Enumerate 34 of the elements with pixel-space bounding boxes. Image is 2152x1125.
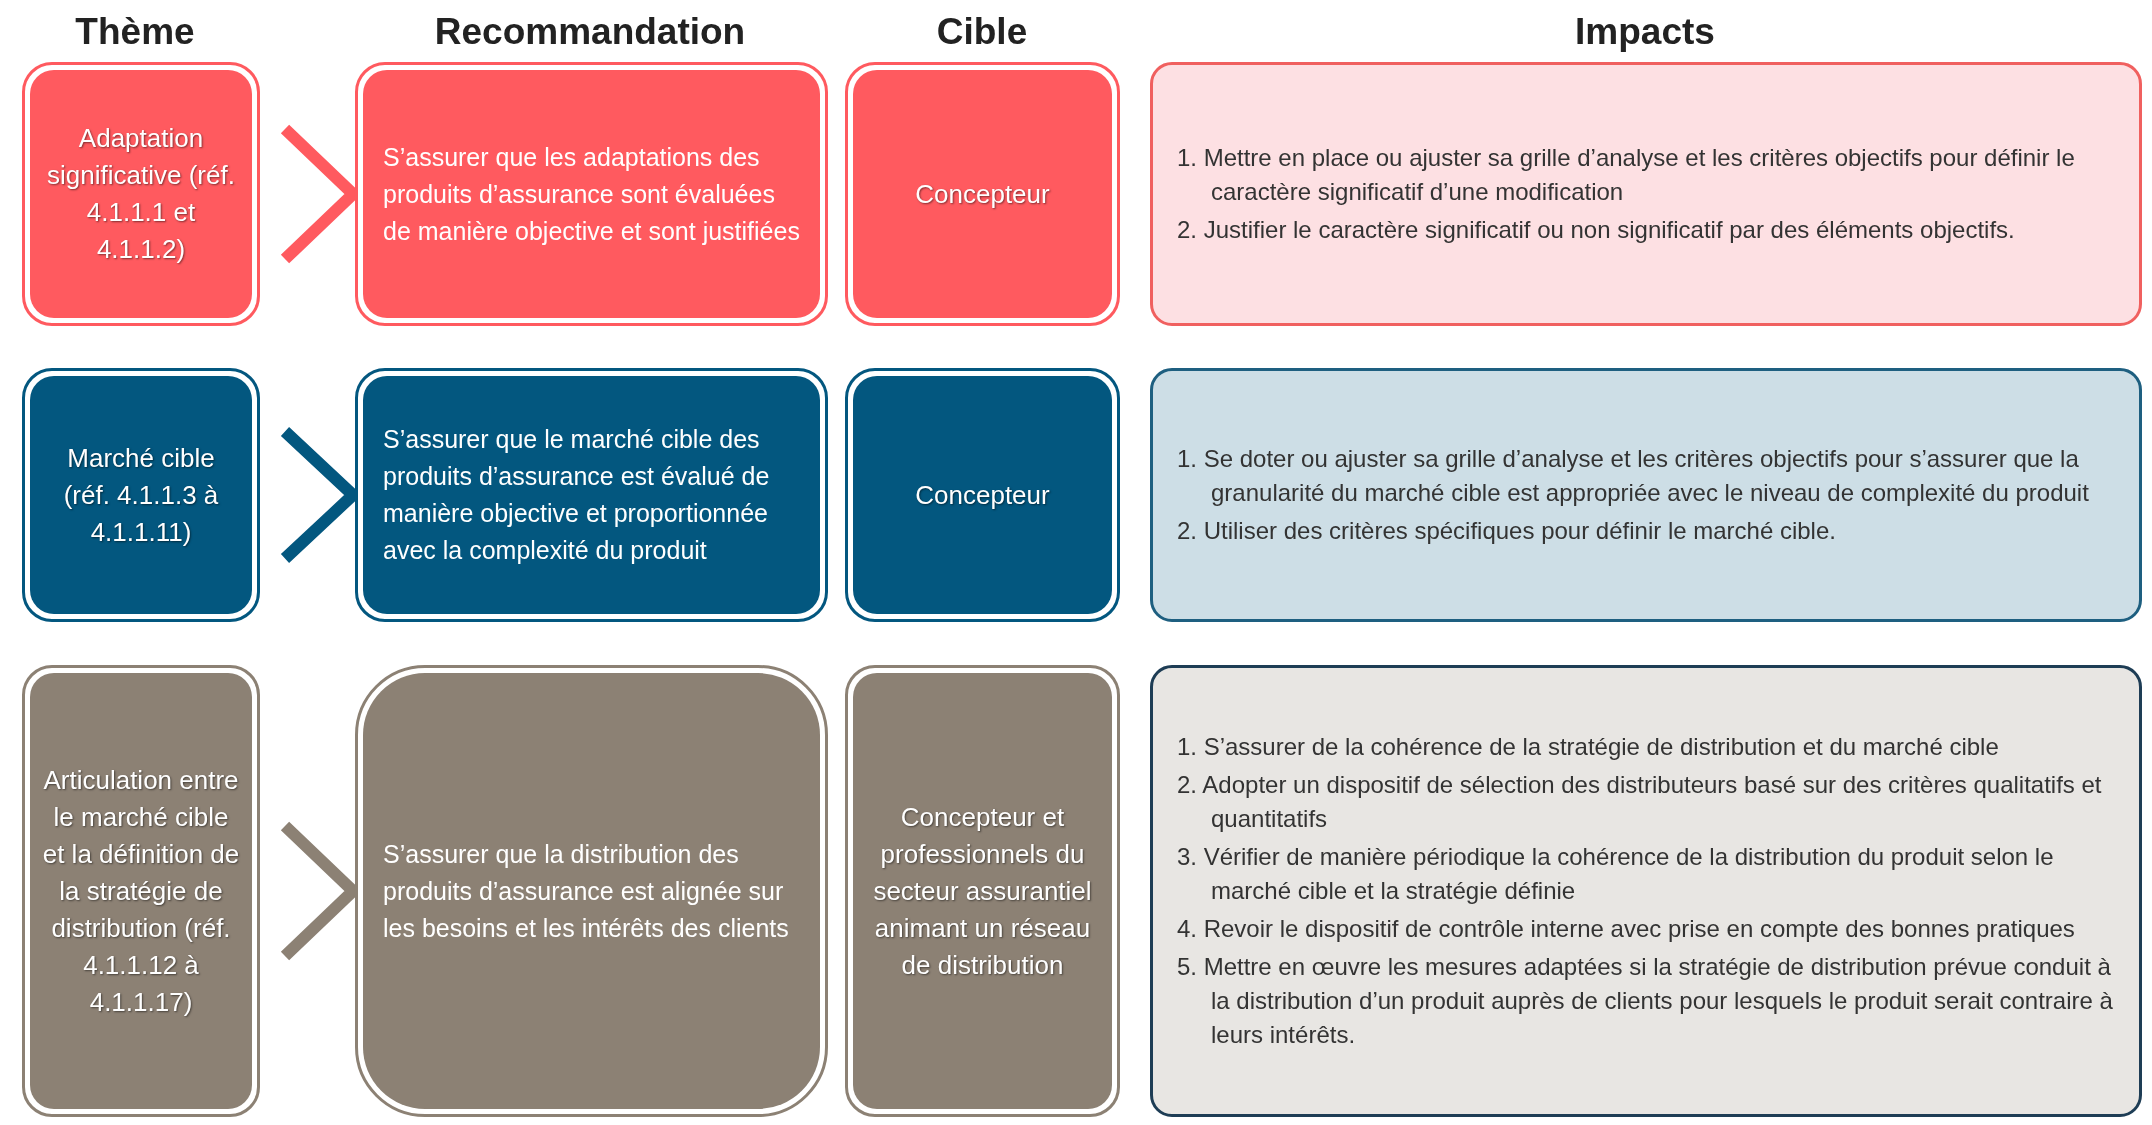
theme-box: [22, 665, 260, 1117]
impact-item: 1. Se doter ou ajuster sa grille d’analyse et les critères objectifs pour s’assurer que la granularité du marché cible est appropriée avec le niveau de complexité du produit: [1177, 444, 2090, 508]
theme-box: [22, 62, 260, 326]
impact-item: 5. Mettre en œuvre les mesures adaptées si la stratégie de distribution prévue conduit à la distribution d’un produit auprès de clients pour lesquels le produit serait contraire à leurs intérêts.: [1177, 952, 2114, 1050]
impact-item: 2. Justifier le caractère significatif ou non significatif par des éléments objectifs.: [1177, 215, 2016, 245]
recommendation-box: [355, 62, 828, 326]
impact-item: 2. Adopter un dispositif de sélection des distributeurs basé sur des critères qualitatifs et quantitatifs: [1177, 770, 2103, 834]
recommendation-text: S’assurer que le marché cible des produits d’assurance est évalué de manière objective et proportionnée avec la complexité du produit: [383, 424, 771, 566]
target-box: [845, 62, 1120, 326]
column-header: Impacts: [1575, 10, 1715, 54]
impacts-box: [1150, 665, 2142, 1117]
column-header: Recommandation: [434, 10, 746, 54]
impacts-box: [1150, 62, 2142, 326]
recommendation-box: [355, 665, 828, 1117]
target-box: [845, 665, 1120, 1117]
column-header: Thème: [75, 10, 195, 54]
recommendation-box: [355, 368, 828, 622]
impact-item: 1. S’assurer de la cohérence de la stratégie de distribution et du marché cible: [1177, 732, 2000, 762]
impact-item: 1. Mettre en place ou ajuster sa grille d’analyse et les critères objectifs pour définir le caractère significatif d’une modification: [1177, 143, 2076, 207]
theme-label: Adaptation significative (réf. 4.1.1.1 et 4.1.1.2): [46, 122, 236, 266]
recommendation-text: S’assurer que la distribution des produits d’assurance est alignée sur les besoins et les intérêts des clients: [383, 838, 790, 944]
recommendation-text: S’assurer que les adaptations des produits d’assurance sont évaluées de manière objective et sont justifiées: [383, 141, 800, 247]
target-label: Concepteur et professionnels du secteur assurantiel animant un réseau de distribution: [872, 800, 1093, 982]
theme-label: Marché cible (réf. 4.1.1.3 à 4.1.1.11): [62, 441, 220, 549]
impact-item: 4. Revoir le dispositif de contrôle interne avec prise en compte des bonnes pratiques: [1177, 914, 2076, 944]
theme-box: [22, 368, 260, 622]
target-label: Concepteur: [915, 177, 1050, 211]
target-label: Concepteur: [915, 478, 1050, 512]
impact-item: 3. Vérifier de manière périodique la cohérence de la distribution du produit selon le marché cible et la stratégie définie: [1177, 842, 2055, 906]
column-header: Cible: [936, 10, 1028, 54]
impact-item: 2. Utiliser des critères spécifiques pour définir le marché cible.: [1177, 516, 1837, 546]
theme-label: Articulation entre le marché cible et la définition de la stratégie de distribution (réf. 4.1.1.12 à 4.1.1.17): [42, 763, 240, 1019]
impacts-box: [1150, 368, 2142, 622]
target-box: [845, 368, 1120, 622]
